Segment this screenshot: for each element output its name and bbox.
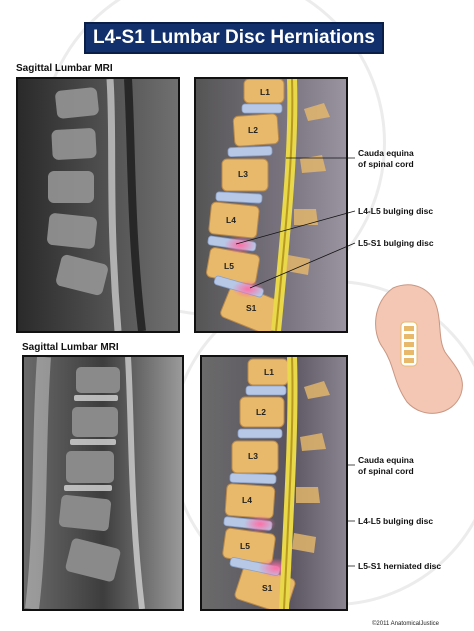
callout-cauda-equina-line2: of spinal cord bbox=[358, 466, 414, 476]
vertebra-label: L1 bbox=[260, 87, 270, 97]
annotated-spine-bottom: L1 L2 L3 L4 L5 S1 bbox=[200, 355, 348, 611]
vertebra-label: L4 bbox=[226, 215, 236, 225]
top-section-label: Sagittal Lumbar MRI bbox=[16, 63, 113, 74]
copyright-notice: ©2011 AnatomicalJustice bbox=[372, 621, 440, 627]
mri-grayscale-top bbox=[16, 77, 180, 333]
vertebra-label: L2 bbox=[248, 125, 258, 135]
callout-cauda-equina-line2: of spinal cord bbox=[358, 159, 414, 169]
torso-illustration bbox=[375, 284, 463, 414]
annotated-spine-image bbox=[202, 357, 346, 609]
page-title: L4-S1 Lumbar Disc Herniations bbox=[84, 22, 384, 54]
vertebra-label: S1 bbox=[246, 303, 257, 313]
vertebra-label: L1 bbox=[264, 367, 274, 377]
vertebra-label: L2 bbox=[256, 407, 266, 417]
vertebra-label: L5 bbox=[224, 261, 234, 271]
vertebra-label: S1 bbox=[262, 583, 273, 593]
callout-l5-s1: L5-S1 bulging disc bbox=[358, 238, 434, 248]
vertebra-label: L3 bbox=[238, 169, 248, 179]
annotated-spine-top: L1 L2 L3 L4 L5 S1 bbox=[194, 77, 348, 333]
bottom-section-label: Sagittal Lumbar MRI bbox=[22, 342, 119, 353]
vertebra-label: L3 bbox=[248, 451, 258, 461]
callout-l4-l5: L4-L5 bulging disc bbox=[358, 516, 434, 526]
callout-l4-l5: L4-L5 bulging disc bbox=[358, 206, 434, 216]
mri-grayscale-image bbox=[24, 357, 182, 609]
callout-cauda-equina-line1: Cauda equina bbox=[358, 455, 414, 465]
vertebra-label: L5 bbox=[240, 541, 250, 551]
annotated-spine-image bbox=[196, 79, 346, 331]
callout-cauda-equina-line1: Cauda equina bbox=[358, 148, 414, 158]
mri-grayscale-bottom bbox=[22, 355, 184, 611]
callout-l5-s1: L5-S1 herniated disc bbox=[358, 561, 442, 571]
vertebra-label: L4 bbox=[242, 495, 252, 505]
mri-grayscale-image bbox=[18, 79, 178, 331]
